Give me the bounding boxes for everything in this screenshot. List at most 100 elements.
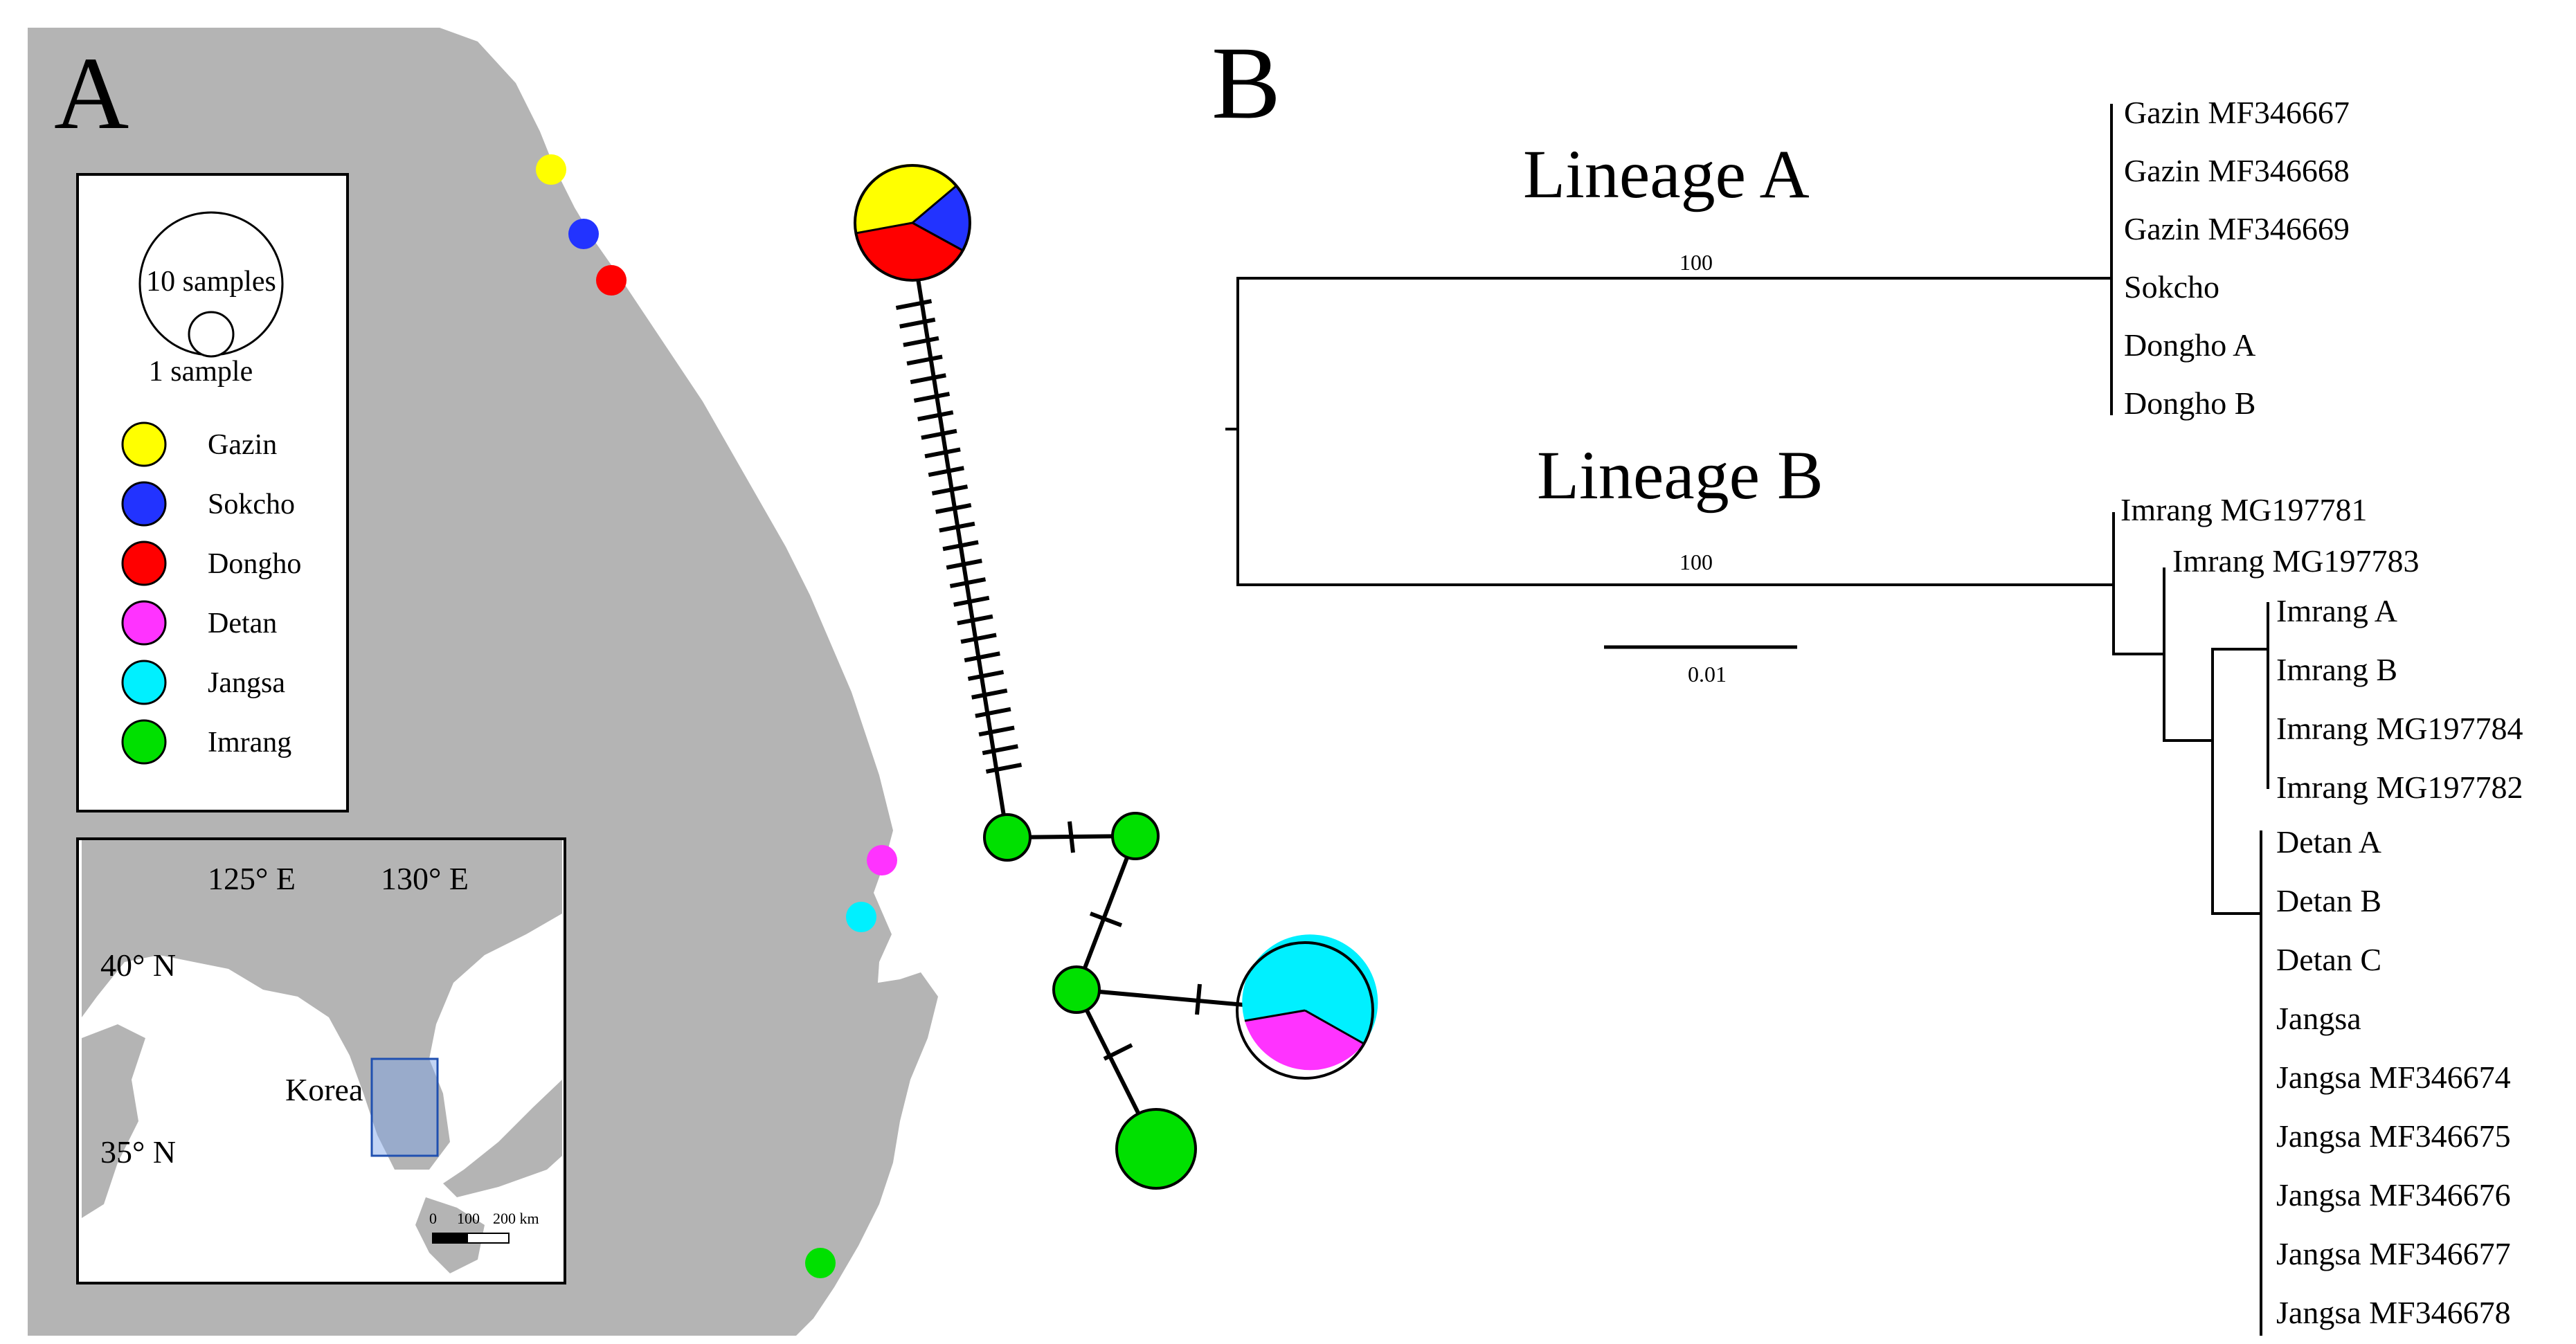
taxon-label: Gazin MF346669: [2124, 211, 2350, 246]
legend-label-detan: Detan: [208, 608, 277, 639]
mutation-tick: [1089, 911, 1123, 927]
taxon-label: Jangsa MF346677: [2276, 1236, 2511, 1271]
mutation-tick: [1068, 821, 1075, 853]
mutation-tick: [928, 466, 964, 478]
taxon-label: Gazin MF346667: [2124, 95, 2350, 130]
lon-label-125: 125° E: [208, 861, 296, 896]
tree-branches: [1225, 104, 2269, 1336]
country-label: Korea: [285, 1072, 363, 1107]
mutation-tick: [895, 299, 933, 310]
legend-label-gazin: Gazin: [208, 429, 277, 461]
taxon-label: Dongho B: [2124, 385, 2255, 421]
mutation-tick: [913, 392, 951, 403]
scale-label-100: 100: [457, 1210, 480, 1227]
mutation-tick: [917, 410, 954, 421]
legend-swatch-dongho: [121, 541, 167, 586]
mutation-tick: [967, 670, 1005, 681]
taxon-label: Imrang B: [2276, 652, 2397, 687]
network-edge: [912, 252, 1009, 838]
mutation-tick: [1103, 1043, 1133, 1061]
haplotype-imrang-2: [1111, 812, 1160, 860]
mutation-tick: [1195, 983, 1202, 1015]
taxon-label: Imrang MG197784: [2276, 711, 2523, 746]
site-dot-detan: [867, 845, 897, 875]
taxon-label: Imrang MG197781: [2120, 492, 2367, 527]
bootstrap-b: 100: [1679, 550, 1713, 574]
mutation-tick: [903, 336, 939, 347]
pie-slice-detan: [1245, 1010, 1364, 1071]
legend-swatch-gazin: [121, 421, 167, 467]
haplotype-imrang-1: [983, 813, 1032, 862]
lineage-a-label: Lineage A: [1523, 136, 1810, 212]
mutation-tick: [924, 447, 961, 459]
mutation-tick: [960, 633, 997, 644]
legend-label-dongho: Dongho: [208, 548, 301, 580]
lon-label-130: 130° E: [381, 861, 469, 896]
haplotype-network: [854, 163, 1378, 1190]
size-key-small: [188, 311, 235, 358]
site-dot-imrang: [805, 1248, 836, 1278]
haplotype-jangsa-detan: [1236, 934, 1378, 1080]
taxon-label: Detan C: [2276, 942, 2381, 977]
mutation-tick: [975, 707, 1011, 718]
tree-scale-label: 0.01: [1688, 662, 1727, 687]
panel-label-b: B: [1212, 26, 1281, 140]
scale-label-0: 0: [429, 1210, 437, 1227]
legend-label-sokcho: Sokcho: [208, 489, 295, 520]
pie-slice-gazin: [854, 163, 957, 233]
size-key-small-label: 1 sample: [149, 356, 253, 388]
map-panel: A 10 samples 1 sample GazinSokchoDonghoD…: [28, 28, 1378, 1336]
legend-swatch-jangsa: [121, 660, 167, 705]
taxon-label: Detan A: [2276, 824, 2381, 860]
mutation-tick: [910, 373, 946, 385]
inset-land-japan: [443, 1080, 562, 1197]
site-dot-dongho: [596, 265, 627, 296]
site-dot-gazin: [536, 154, 566, 185]
legend-label-imrang: Imrang: [208, 727, 291, 759]
mutation-tick: [957, 614, 993, 626]
haplotype-imrang-4: [1115, 1108, 1197, 1190]
taxon-label: Jangsa MF346674: [2276, 1060, 2511, 1095]
inset-map: 125° E 130° E 40° N 35° N Korea 0 100 20…: [76, 837, 566, 1284]
taxon-label: Imrang A: [2276, 593, 2397, 628]
map-scale-bar: 0 100 200 km: [429, 1210, 539, 1244]
haplotype-gazin-sokcho-dongho: [854, 163, 971, 282]
pie-slice-sokcho: [912, 185, 971, 251]
legend-swatch-detan: [121, 600, 167, 646]
mutation-tick: [899, 317, 936, 329]
inset-land-mainland: [82, 840, 562, 1170]
pie-slice-jangsa: [1242, 934, 1378, 1044]
bootstrap-a: 100: [1679, 250, 1713, 275]
mutation-tick: [906, 354, 943, 366]
mutation-tick: [921, 428, 957, 440]
panel-label-a: A: [54, 36, 129, 151]
network-edge: [1074, 835, 1137, 991]
mutation-ticks: [895, 299, 1023, 774]
taxon-label: Sokcho: [2124, 269, 2219, 305]
taxon-label: Jangsa MF346676: [2276, 1177, 2511, 1213]
lat-label-35: 35° N: [100, 1134, 176, 1170]
tree-panel: B Lineage A Lineage B 100 100 0.01 Gazin…: [1212, 26, 2523, 1336]
legend-swatch-imrang: [121, 719, 167, 765]
taxon-label: Gazin MF346668: [2124, 153, 2350, 188]
mutation-tick: [964, 651, 1000, 663]
lineage-b-label: Lineage B: [1537, 437, 1823, 514]
mutation-tick: [982, 744, 1018, 756]
lat-label-40: 40° N: [100, 947, 176, 983]
study-area-box: [370, 1057, 439, 1157]
legend-swatch-sokcho: [121, 481, 167, 527]
haplotype-imrang-3: [1052, 965, 1101, 1014]
mutation-tick: [978, 725, 1015, 737]
taxon-label: Jangsa MF346678: [2276, 1295, 2511, 1330]
taxon-label: Imrang MG197783: [2172, 543, 2419, 579]
mutation-tick: [985, 763, 1023, 774]
legend: 10 samples 1 sample GazinSokchoDonghoDet…: [76, 173, 349, 812]
size-key-large-label: 10 samples: [146, 266, 276, 298]
taxon-label: Jangsa MF346675: [2276, 1118, 2511, 1154]
scale-label-200: 200 km: [493, 1210, 539, 1227]
